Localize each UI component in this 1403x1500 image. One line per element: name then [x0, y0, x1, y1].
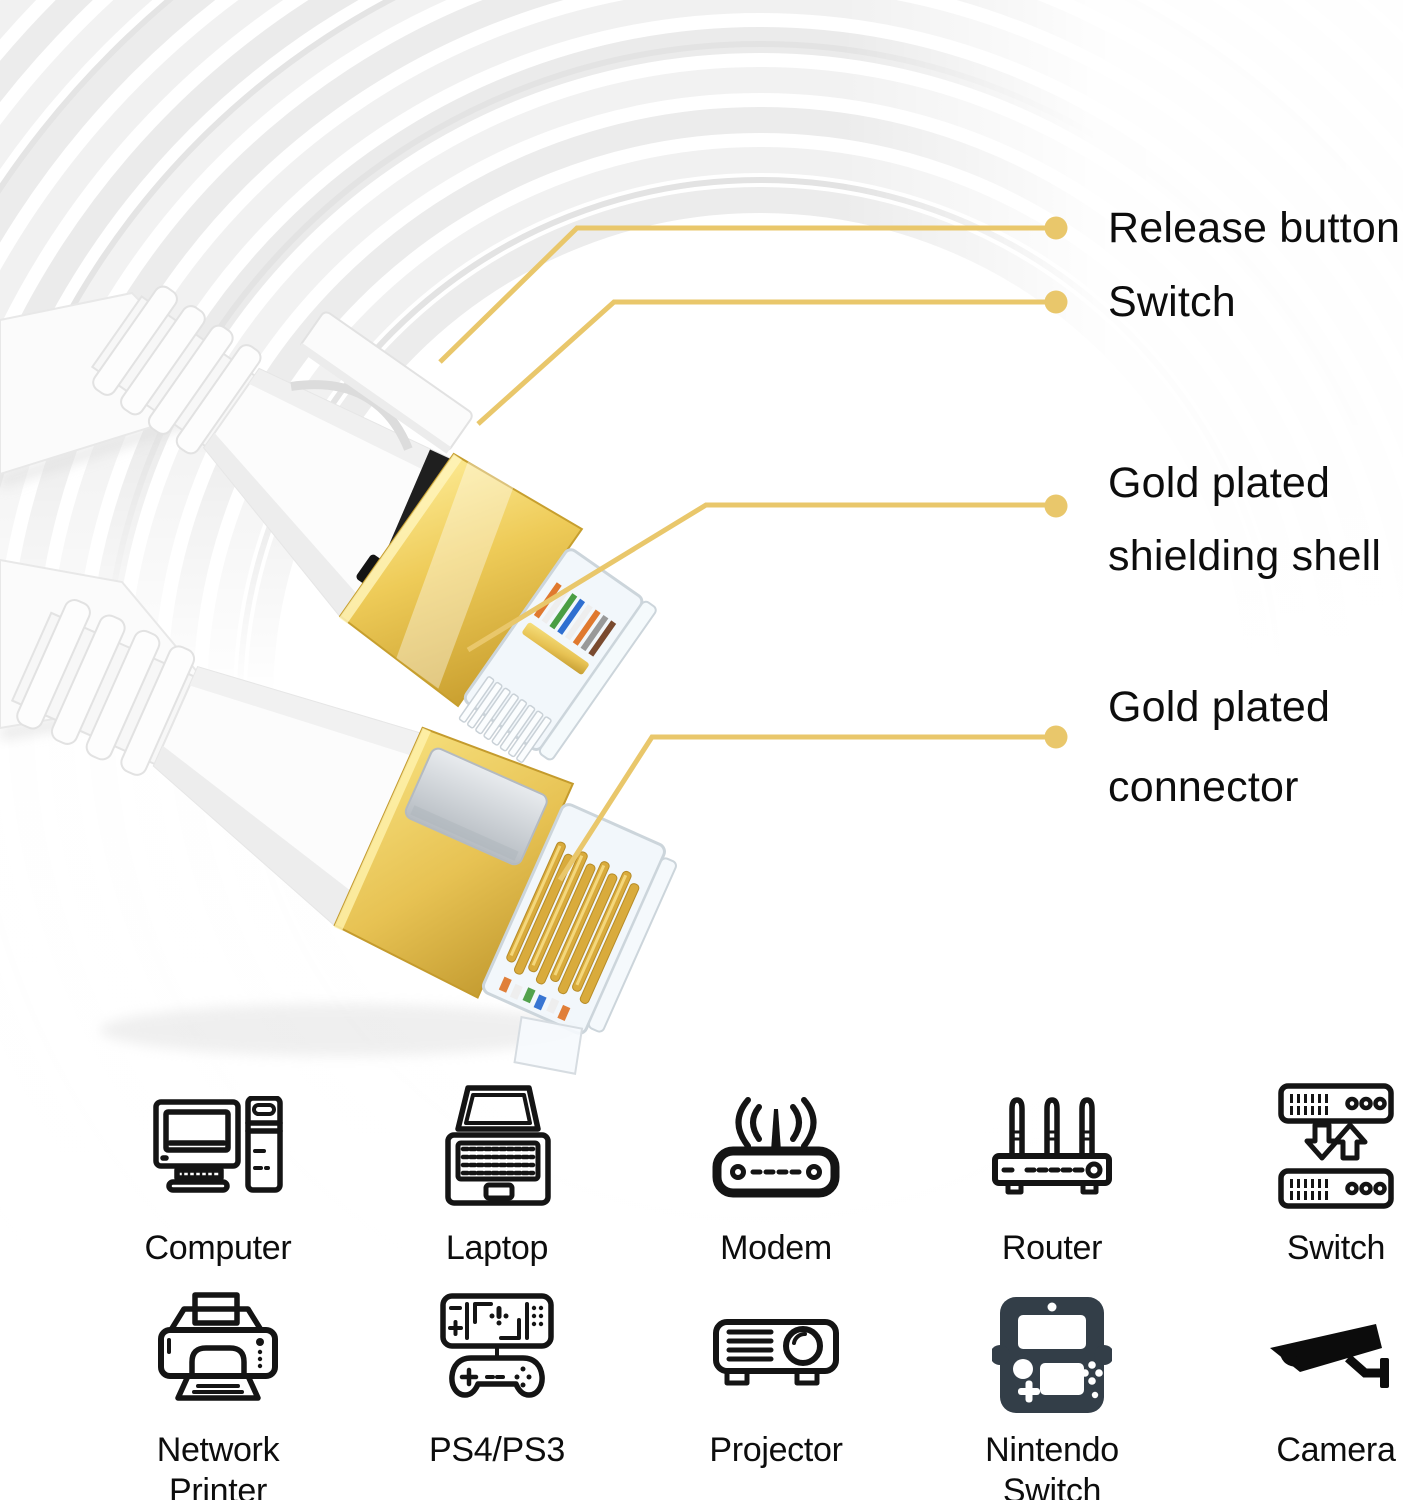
callout-switch: Switch — [1108, 281, 1236, 324]
gold-contact-teeth — [506, 841, 640, 1004]
callout-text: Switch — [1108, 278, 1236, 326]
device-label: Computer — [144, 1229, 292, 1267]
switch-icon — [1271, 1070, 1401, 1222]
computer-icon — [153, 1070, 283, 1222]
latch-tab — [513, 1015, 584, 1075]
wire-colors — [498, 976, 571, 1021]
device-switch: Switch — [1196, 1070, 1403, 1269]
device-label: Switch — [1286, 1229, 1386, 1267]
release-button-line — [438, 225, 1045, 364]
connector-line — [557, 734, 1045, 882]
laptop-icon — [430, 1070, 565, 1222]
callout-text: shielding shell — [1108, 532, 1382, 580]
modem-icon — [711, 1070, 841, 1222]
shell-label-patch — [404, 747, 548, 866]
device-label: Projector — [709, 1431, 843, 1469]
callout-lines — [438, 225, 1045, 882]
device-projector: Projector — [636, 1286, 916, 1471]
callout-text: Gold plated — [1108, 459, 1331, 507]
ps4-ps3-icon — [431, 1286, 563, 1424]
projector-icon — [711, 1286, 841, 1424]
network-printer-icon — [154, 1286, 282, 1424]
camera-icon — [1264, 1286, 1403, 1424]
device-ps4-ps3: PS4/PS3 — [357, 1286, 637, 1471]
shielding-shell-line — [466, 502, 1045, 653]
nintendo-switch-icon — [992, 1286, 1112, 1424]
device-router: Router — [912, 1070, 1192, 1269]
device-computer: Computer — [78, 1070, 358, 1269]
bottom-rj45-connector — [10, 599, 677, 1075]
callout-text: connector — [1108, 763, 1299, 811]
pin-comb — [458, 676, 552, 763]
wire-colors — [533, 582, 617, 657]
device-label: Camera — [1276, 1431, 1396, 1469]
callout-shielding-shell: Gold plated shielding shell — [1108, 462, 1381, 578]
release-button-tab — [297, 311, 473, 454]
router-icon — [987, 1070, 1117, 1222]
callout-text: Release button — [1108, 204, 1401, 252]
device-label: Router — [1001, 1229, 1103, 1267]
gold-shielding-shell — [338, 452, 584, 708]
device-label: Modem — [720, 1229, 832, 1267]
top-rj45-connector — [90, 285, 657, 763]
device-label: PS4/PS3 — [429, 1431, 565, 1469]
device-label: Laptop — [445, 1229, 549, 1267]
callout-gold-connector: Gold plated connector — [1108, 686, 1330, 809]
device-modem: Modem — [636, 1070, 916, 1269]
callout-dots — [1044, 216, 1068, 749]
device-laptop: Laptop — [357, 1070, 637, 1269]
device-camera: Camera — [1196, 1286, 1403, 1471]
callout-text: Gold plated — [1108, 683, 1331, 731]
connector-shadow — [100, 1004, 580, 1056]
clip-arch — [290, 380, 413, 451]
callout-release-button: Release button — [1108, 207, 1400, 250]
switch-line — [476, 299, 1045, 426]
